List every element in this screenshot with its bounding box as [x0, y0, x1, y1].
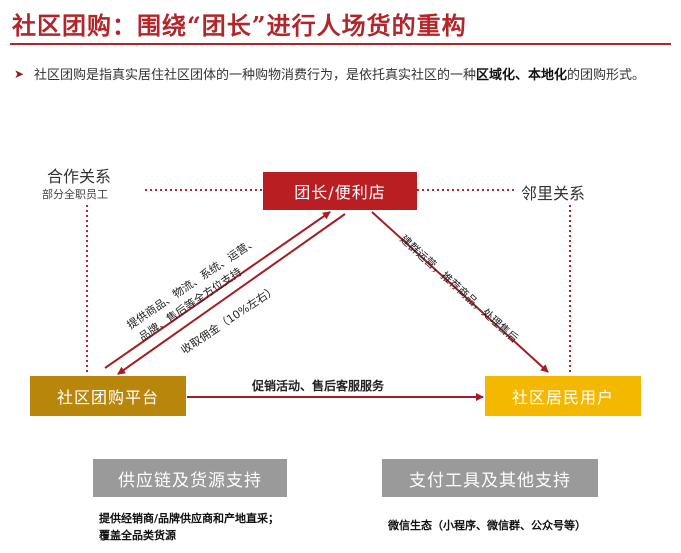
cooperation-label: 合作关系 [47, 167, 112, 186]
title-divider [10, 43, 671, 45]
intro-text-1: 社区团购是指真实居住社区团体的一种购物消费行为，是依托真实社区的一种 [34, 68, 477, 83]
payment-description: 微信生态（小程序、微信群、公众号等） [388, 519, 586, 532]
supply-desc-line-1: 提供经销商/品牌供应商和产地直采； [99, 512, 280, 525]
leader-to-resident-arrow [371, 211, 549, 373]
intro-bold-keywords: 区域化、本地化 [476, 68, 568, 83]
platform-to-leader-arrow [104, 211, 331, 369]
page-title: 社区团购：围绕“团长”进行人场货的重构 [12, 11, 467, 40]
leader-to-platform-arrow [117, 213, 346, 375]
promotion-flow-label: 促销活动、售后客服服务 [252, 379, 385, 393]
neighbor-label: 邻里关系 [521, 184, 586, 203]
intro-text-2: 的团购形式。 [567, 68, 646, 83]
resident-node: 社区居民用户 [485, 376, 641, 416]
supply-chain-support-box: 供应链及货源支持 [93, 459, 287, 497]
supply-chain-description: 提供经销商/品牌供应商和产地直采； 覆盖全品类货源 [99, 510, 279, 544]
platform-node: 社区团购平台 [30, 376, 186, 416]
payment-support-box: 支付工具及其他支持 [382, 459, 598, 497]
group-leader-node: 团长/便利店 [263, 172, 417, 210]
fulltime-staff-sublabel: 部分全职员工 [42, 188, 108, 201]
intro-paragraph: 社区团购是指真实居住社区团体的一种购物消费行为，是依托真实社区的一种区域化、本地… [34, 63, 664, 89]
supply-desc-line-2: 覆盖全品类货源 [99, 529, 176, 542]
bullet-arrow-icon: ➤ [14, 67, 25, 81]
